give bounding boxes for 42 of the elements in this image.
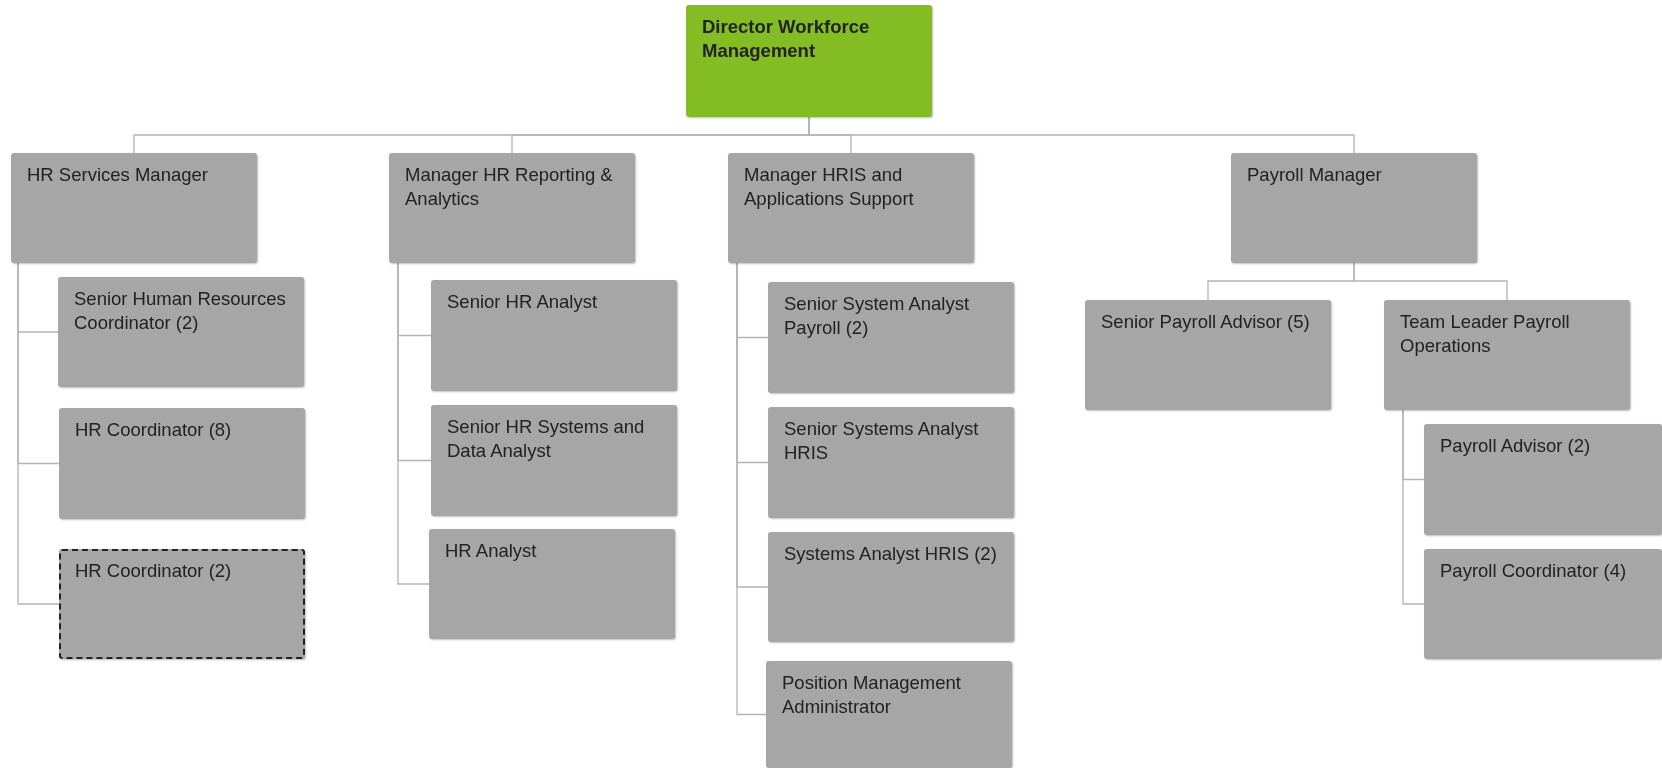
position-box: [429, 529, 675, 639]
position-box: [11, 153, 257, 263]
position-title: Systems Analyst HRIS (2): [784, 542, 998, 566]
position-box: [766, 661, 1012, 768]
position-title: Senior Payroll Advisor (5): [1101, 310, 1311, 334]
position-title: HR Analyst: [445, 539, 538, 563]
position-title: HR Services Manager: [27, 163, 209, 187]
position-title: Team Leader Payroll Operations: [1400, 310, 1571, 358]
position-title: Senior Human Resources Coordinator (2): [74, 287, 287, 335]
position-box: [768, 282, 1014, 393]
position-box: [431, 280, 677, 391]
position-box: [768, 532, 1014, 642]
position-box: [59, 549, 305, 659]
connector-line: [1402, 409, 1425, 605]
position-title: Manager HR Reporting & Analytics: [405, 163, 614, 211]
position-box: [1085, 300, 1331, 410]
position-title: Manager HRIS and Applications Support: [744, 163, 915, 211]
position-box: [1384, 300, 1630, 410]
position-box: [58, 277, 304, 387]
position-title: Payroll Advisor (2): [1440, 434, 1592, 458]
position-title: Senior Systems Analyst HRIS: [784, 417, 980, 465]
position-box: [59, 408, 305, 519]
position-title: Position Management Administrator: [782, 671, 962, 719]
position-title: Director Workforce Management: [702, 15, 871, 63]
position-title: HR Coordinator (8): [75, 418, 233, 442]
position-box: [1231, 153, 1477, 263]
position-title: HR Coordinator (2): [75, 559, 233, 583]
position-title: Senior HR Systems and Data Analyst: [447, 415, 646, 463]
position-box: [1424, 549, 1662, 659]
connector-line: [397, 262, 430, 585]
position-box: [728, 153, 974, 263]
position-title: Payroll Coordinator (4): [1440, 559, 1628, 583]
position-box: [768, 407, 1014, 518]
director-box: [686, 5, 932, 117]
connector-line: [1353, 262, 1508, 301]
position-box: [389, 153, 635, 263]
position-box: [431, 405, 677, 516]
position-title: Payroll Manager: [1247, 163, 1383, 187]
position-title: Senior System Analyst Payroll (2): [784, 292, 971, 340]
position-title: Senior HR Analyst: [447, 290, 599, 314]
position-box: [1424, 424, 1662, 535]
connector-line: [17, 262, 60, 605]
